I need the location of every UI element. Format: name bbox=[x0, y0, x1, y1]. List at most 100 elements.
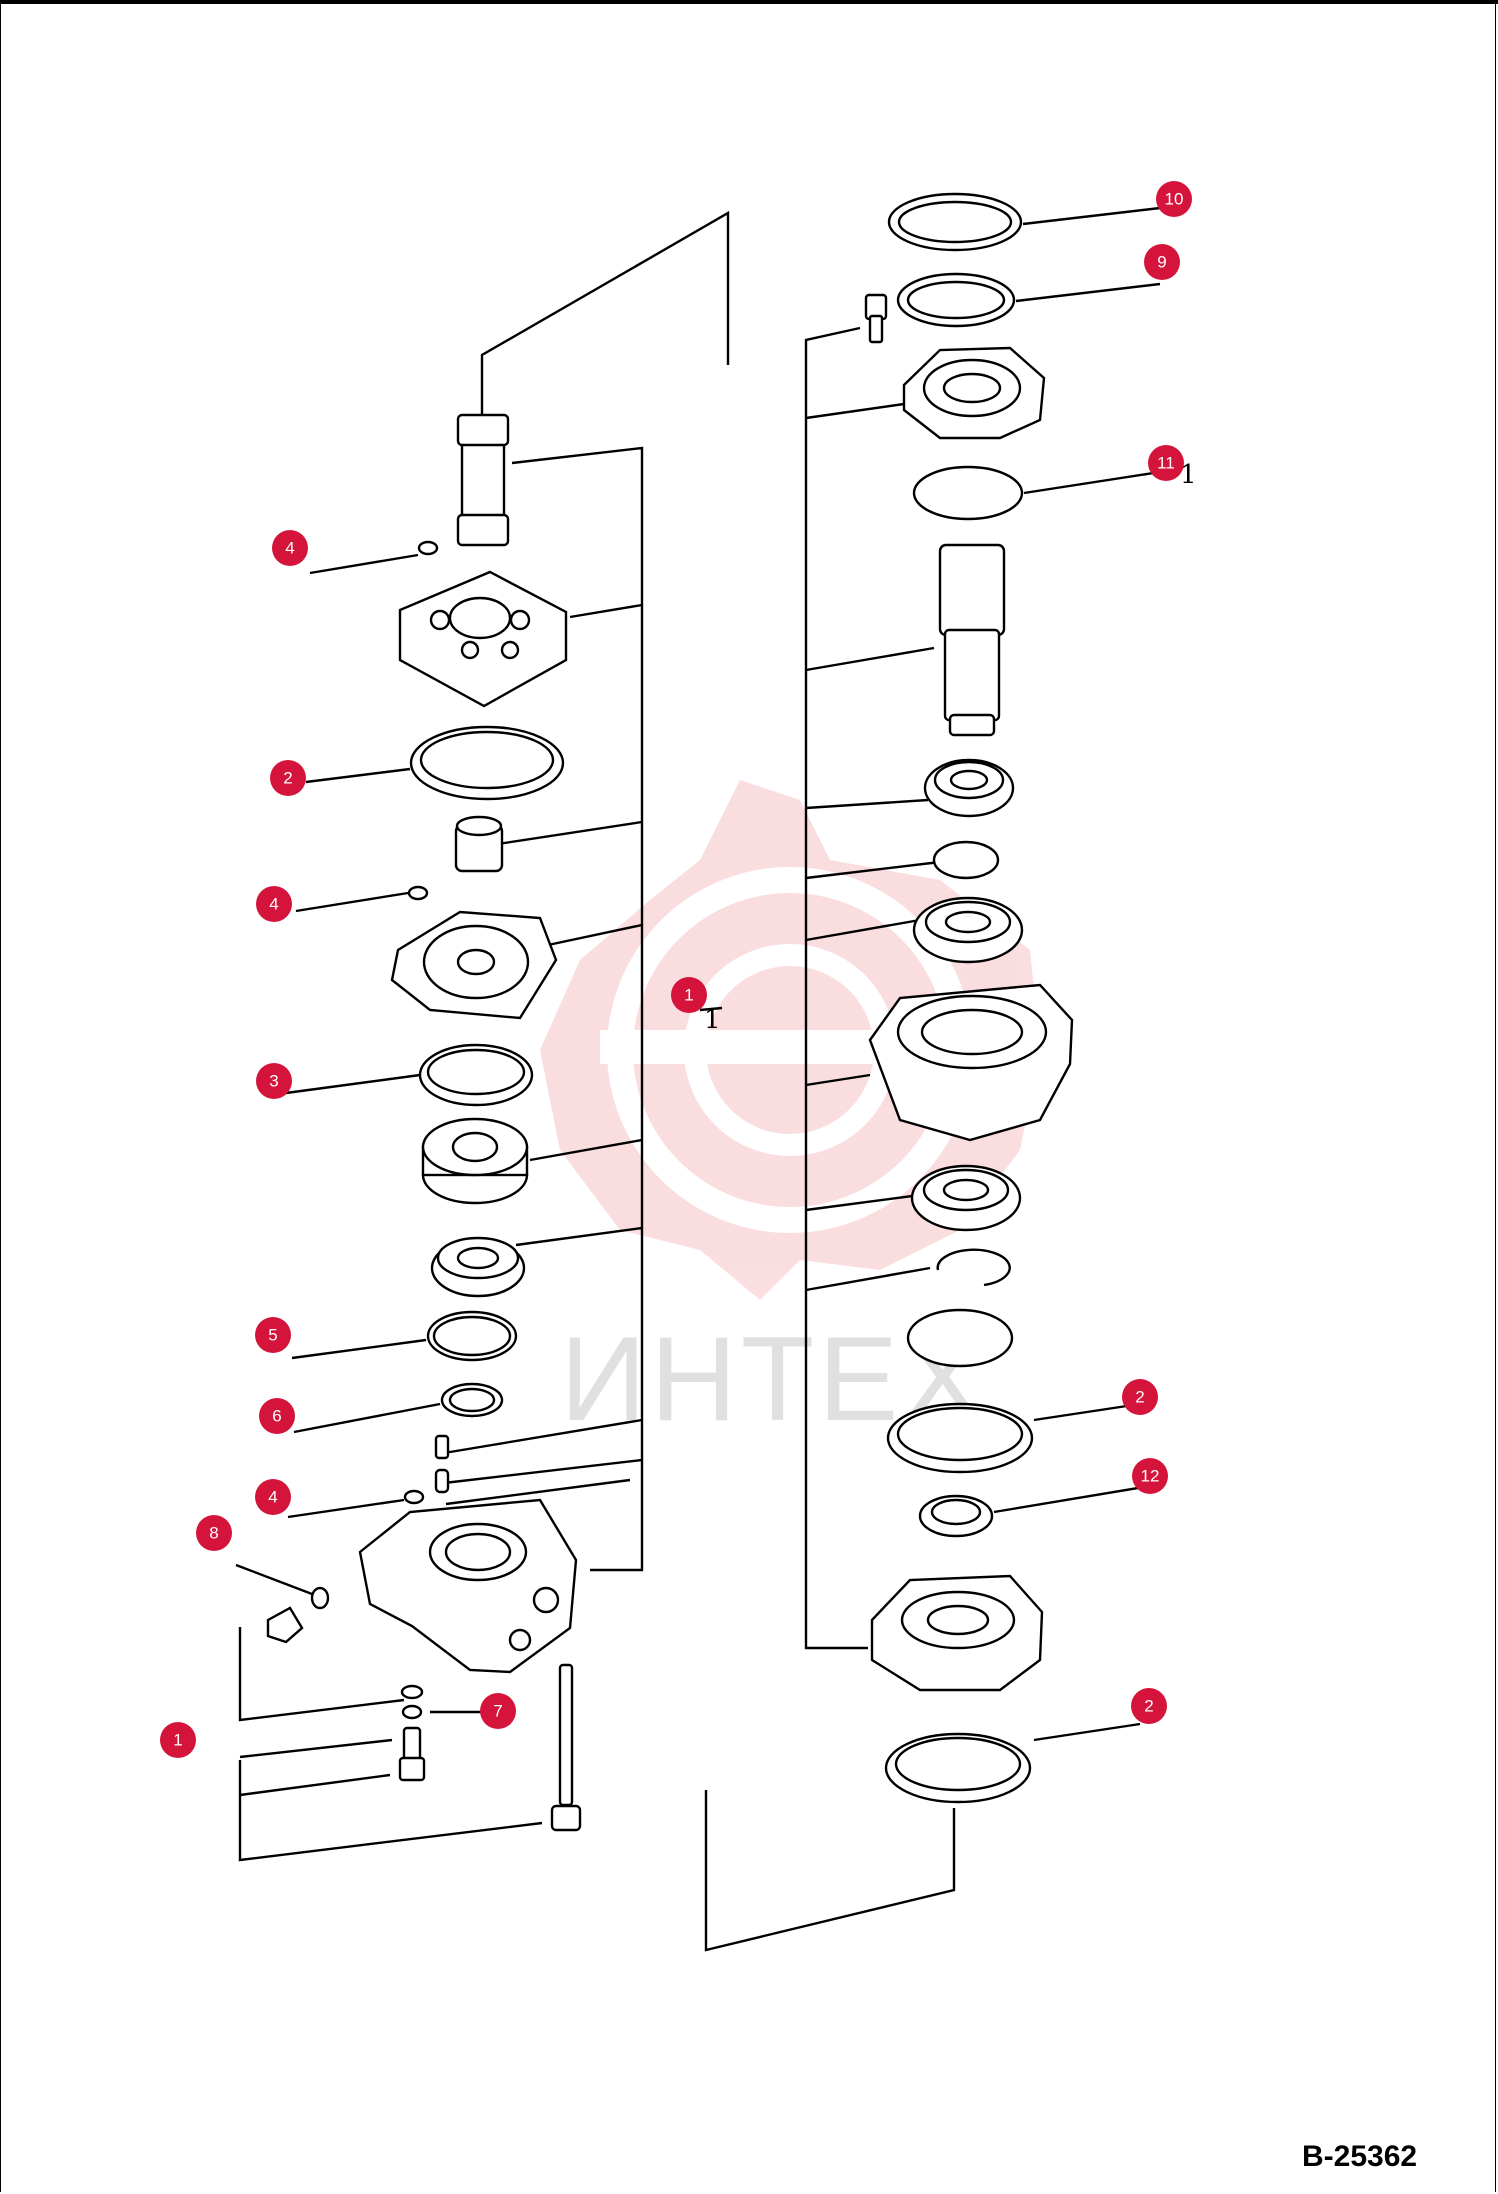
part-gear-housing bbox=[868, 983, 1074, 1142]
callout-badge bbox=[1122, 1379, 1158, 1415]
callout-4a: 4 bbox=[272, 530, 308, 566]
part-output-shaft bbox=[938, 543, 1006, 737]
part-oring-11 bbox=[912, 465, 1024, 521]
part-seal-ring-3 bbox=[418, 1043, 534, 1107]
callout-badge bbox=[1131, 1688, 1167, 1724]
part-snap-ring bbox=[936, 1248, 1011, 1287]
callout-label: 6 bbox=[272, 1407, 281, 1426]
part-bearing-mid bbox=[912, 896, 1024, 964]
callout-1a: 1 bbox=[671, 977, 707, 1013]
part-seal-ring-2c bbox=[884, 1732, 1032, 1804]
callout-12: 12 bbox=[1132, 1458, 1168, 1494]
callout-11: 11 bbox=[1148, 445, 1184, 481]
callout-leaders bbox=[235, 206, 1161, 1742]
callout-badge bbox=[256, 1063, 292, 1099]
part-ring-9 bbox=[896, 272, 1016, 328]
callout-2c: 2 bbox=[1131, 1688, 1167, 1724]
callout-badge bbox=[480, 1693, 516, 1729]
callout-badge bbox=[1156, 181, 1192, 217]
callout-label: 10 bbox=[1165, 190, 1184, 209]
part-oring-5 bbox=[426, 1310, 518, 1362]
right-leader-lines bbox=[704, 326, 956, 1952]
top-border bbox=[0, 0, 1498, 4]
part-seal-ring-2b bbox=[886, 1402, 1034, 1474]
callout-badge bbox=[671, 977, 707, 1013]
part-bearing-12 bbox=[918, 1494, 994, 1538]
callout-badge bbox=[196, 1515, 232, 1551]
callout-badge bbox=[1144, 244, 1180, 280]
part-oring-6 bbox=[440, 1382, 504, 1418]
callout-badge bbox=[255, 1317, 291, 1353]
callout-1b: 1 bbox=[160, 1722, 196, 1758]
part-bearing-low bbox=[910, 1164, 1022, 1232]
callout-badge bbox=[255, 1479, 291, 1515]
callout-3: 3 bbox=[256, 1063, 292, 1099]
callout-label: 2 bbox=[1135, 1388, 1144, 1407]
part-valve-plate bbox=[390, 910, 558, 1020]
callout-6: 6 bbox=[259, 1398, 295, 1434]
callout-label: 9 bbox=[1157, 253, 1166, 272]
part-motor-housing bbox=[358, 1498, 578, 1674]
callout-badge bbox=[272, 530, 308, 566]
callout-badge bbox=[256, 886, 292, 922]
part-drive-shaft bbox=[456, 413, 510, 547]
callout-label: 7 bbox=[493, 1702, 502, 1721]
callout-label: 1 bbox=[173, 1731, 182, 1750]
callout-label: 3 bbox=[269, 1072, 278, 1091]
callout-7: 7 bbox=[480, 1693, 516, 1729]
callout-label: 2 bbox=[1144, 1697, 1153, 1716]
callout-layer: 4 2 4 1 3 5 6 4 8 7 1 10 9 11 2 12 2 bbox=[160, 181, 1192, 1758]
callout-10: 10 bbox=[1156, 181, 1192, 217]
callout-label: 12 bbox=[1141, 1467, 1160, 1486]
callout-2b: 2 bbox=[1122, 1379, 1158, 1415]
callout-label: 4 bbox=[269, 895, 278, 914]
part-oring-7 bbox=[400, 1684, 424, 1720]
callout-label: 1 bbox=[684, 986, 693, 1005]
drawing-code: B-25362 bbox=[1302, 2140, 1418, 2173]
part-ring-10 bbox=[887, 192, 1023, 252]
part-long-bolt bbox=[550, 1663, 582, 1832]
callout-badge bbox=[259, 1398, 295, 1434]
watermark-logo bbox=[540, 780, 1040, 1300]
part-seal-ring-2a bbox=[409, 725, 565, 801]
callout-5: 5 bbox=[255, 1317, 291, 1353]
part-top-flange bbox=[902, 346, 1046, 440]
part-bearing-top bbox=[923, 758, 1015, 818]
part-bolt-top bbox=[864, 293, 888, 344]
callout-9: 9 bbox=[1144, 244, 1180, 280]
printed-part-numbers: 1 1 bbox=[704, 460, 1197, 1035]
part-oring-right-b bbox=[906, 1308, 1014, 1368]
part-small-gear bbox=[454, 815, 504, 873]
part-small-washer-4a bbox=[417, 540, 439, 556]
part-relief-valve bbox=[398, 1726, 426, 1782]
callout-badge bbox=[270, 760, 306, 796]
part-plug-8 bbox=[266, 1586, 330, 1644]
part-end-plate bbox=[398, 570, 568, 708]
callout-4b: 4 bbox=[256, 886, 292, 922]
callout-badge bbox=[1148, 445, 1184, 481]
callout-8: 8 bbox=[196, 1515, 232, 1551]
part-bearing-housing bbox=[430, 1236, 526, 1298]
left-leader-lines bbox=[238, 210, 730, 1862]
callout-label: 8 bbox=[209, 1524, 218, 1543]
callout-badge bbox=[160, 1722, 196, 1758]
callout-label: 4 bbox=[268, 1488, 277, 1507]
callout-label: 5 bbox=[268, 1326, 277, 1345]
part-oring-right-a bbox=[932, 840, 1000, 880]
part-small-washer-4b bbox=[407, 885, 429, 901]
part-bottom-flange bbox=[870, 1574, 1044, 1692]
part-cylinder-block bbox=[421, 1117, 529, 1205]
callout-4c: 4 bbox=[255, 1479, 291, 1515]
callout-2a: 2 bbox=[270, 760, 306, 796]
callout-label: 2 bbox=[283, 769, 292, 788]
callout-label: 11 bbox=[1157, 454, 1175, 473]
part-pin bbox=[434, 1434, 450, 1460]
part-small-washer-4c bbox=[403, 1489, 425, 1505]
callout-label: 4 bbox=[285, 539, 294, 558]
part-spring bbox=[434, 1468, 450, 1494]
svg-text:1: 1 bbox=[1180, 460, 1197, 490]
svg-text:1: 1 bbox=[704, 1005, 721, 1035]
callout-badge bbox=[1132, 1458, 1168, 1494]
